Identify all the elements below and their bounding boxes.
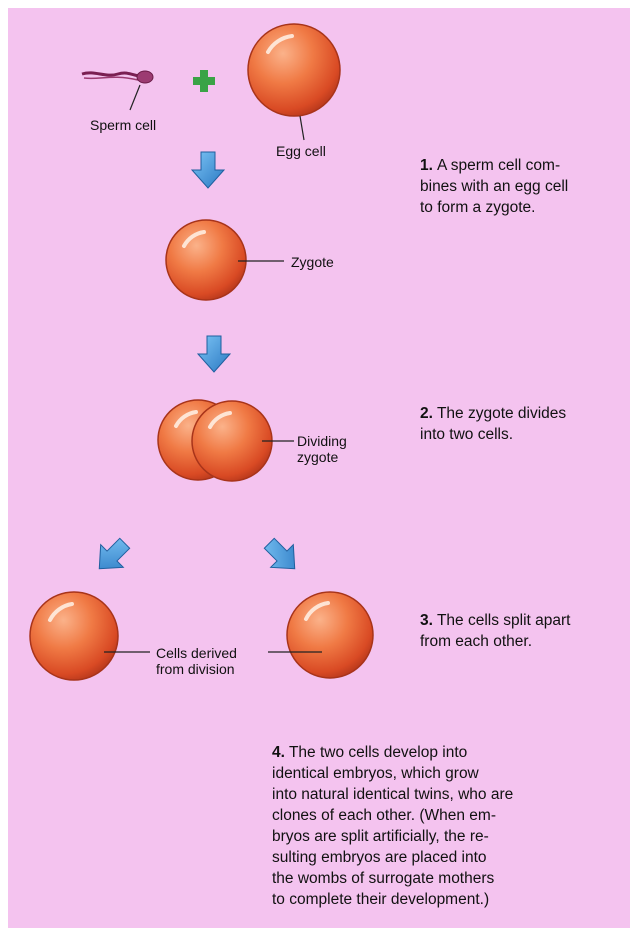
cells-derived-label: Cells derived from division — [156, 645, 237, 677]
egg-cell — [248, 24, 340, 116]
zygote-label: Zygote — [291, 254, 334, 270]
step-number: 1. — [420, 157, 433, 174]
step-description: The two cells develop into identical emb… — [272, 744, 513, 908]
sperm-cell-label: Sperm cell — [90, 117, 156, 133]
step-3-text: 3.The cells split apart from each other. — [420, 610, 625, 652]
step-4-text: 4.The two cells develop into identical e… — [272, 742, 572, 910]
split-cell-left — [30, 592, 118, 680]
arrow-down-icon — [192, 152, 224, 188]
arrow-down-right-icon — [258, 532, 306, 580]
step-1-text: 1.A sperm cell com- bines with an egg ce… — [420, 155, 625, 218]
step-number: 2. — [420, 405, 433, 422]
egg-cell-label: Egg cell — [276, 143, 326, 159]
arrow-down-left-icon — [88, 532, 136, 580]
step-description: The zygote divides into two cells. — [420, 405, 566, 443]
egg-leader-line — [300, 116, 304, 140]
dividing-zygote-label: Dividing zygote — [297, 433, 347, 465]
sperm-leader-line — [130, 85, 140, 110]
step-description: A sperm cell com- bines with an egg cell… — [420, 157, 568, 216]
step-number: 4. — [272, 744, 285, 761]
dividing-zygote — [158, 400, 272, 481]
step-description: The cells split apart from each other. — [420, 612, 570, 650]
step-number: 3. — [420, 612, 433, 629]
zygote-cell — [166, 220, 246, 300]
arrow-down-icon — [198, 336, 230, 372]
split-cell-right — [287, 592, 373, 678]
sperm-cell — [82, 71, 153, 83]
plus-icon — [193, 70, 215, 92]
step-2-text: 2.The zygote divides into two cells. — [420, 403, 625, 445]
